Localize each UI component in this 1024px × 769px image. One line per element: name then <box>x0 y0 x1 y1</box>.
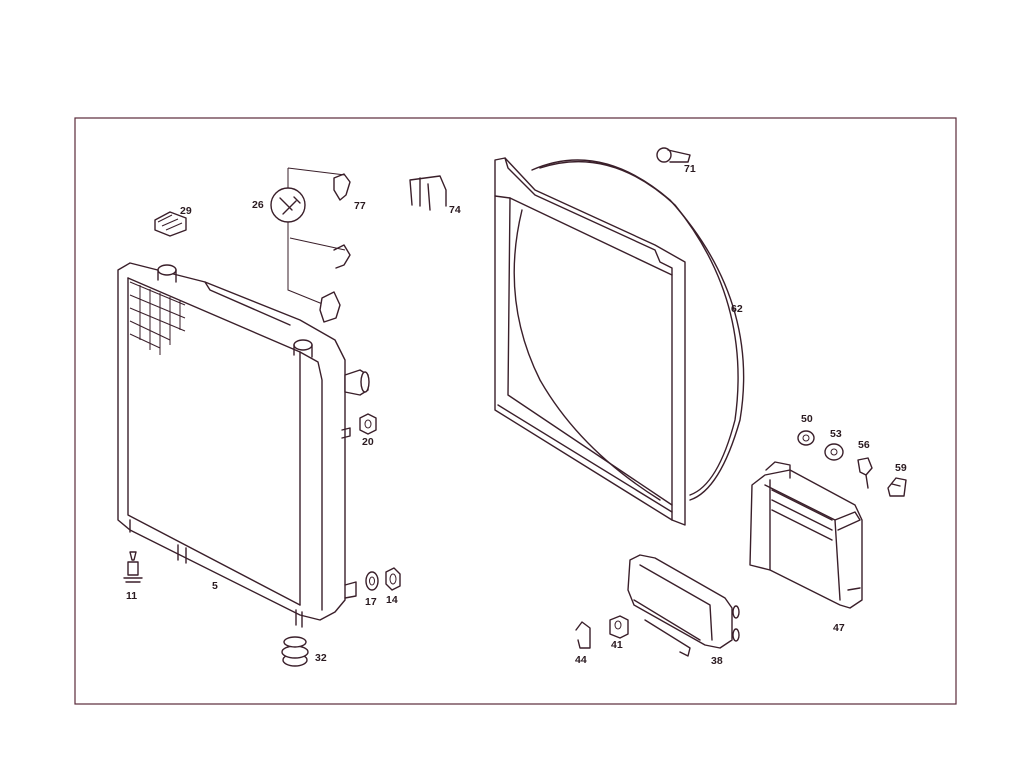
transmission-cooler-47 <box>749 461 863 609</box>
callout-29: 29 <box>180 205 192 217</box>
callout-74: 74 <box>449 204 461 216</box>
callout-38: 38 <box>711 655 723 667</box>
callout-56: 56 <box>858 439 870 451</box>
radiator-part <box>117 262 370 628</box>
clip-44 <box>575 621 591 649</box>
bushing-41 <box>609 615 629 639</box>
oil-cooler-38 <box>627 554 740 657</box>
clip-74 <box>409 175 447 211</box>
bushing-20 <box>359 413 377 435</box>
bushing-50 <box>797 430 815 446</box>
clip-59 <box>887 477 907 497</box>
callout-62: 62 <box>731 303 743 315</box>
washer-17 <box>365 571 379 591</box>
callout-53: 53 <box>830 428 842 440</box>
fan-shroud-62 <box>494 157 745 526</box>
callout-71: 71 <box>684 163 696 175</box>
grommet-32 <box>281 636 309 667</box>
callout-50: 50 <box>801 413 813 425</box>
callout-47: 47 <box>833 622 845 634</box>
callout-14: 14 <box>386 594 398 606</box>
callout-44: 44 <box>575 654 587 666</box>
washer-53 <box>824 443 844 461</box>
callout-labels: 5 11 14 17 20 26 29 32 38 41 44 47 50 53… <box>126 163 907 667</box>
drain-plug-11 <box>123 551 143 583</box>
callout-26: 26 <box>252 199 264 211</box>
callout-11: 11 <box>126 590 137 602</box>
diagram-frame <box>74 117 957 705</box>
callout-77: 77 <box>354 200 366 212</box>
callout-32: 32 <box>315 652 327 664</box>
grommet-29 <box>154 211 187 237</box>
tool-group-26 <box>270 167 351 323</box>
callout-59: 59 <box>895 462 907 474</box>
clip-71 <box>656 147 691 163</box>
callout-17: 17 <box>365 596 377 608</box>
callout-20: 20 <box>362 436 374 448</box>
callout-5: 5 <box>212 580 218 592</box>
nut-14 <box>385 567 401 591</box>
nut-56 <box>857 457 873 489</box>
callout-41: 41 <box>611 639 623 651</box>
